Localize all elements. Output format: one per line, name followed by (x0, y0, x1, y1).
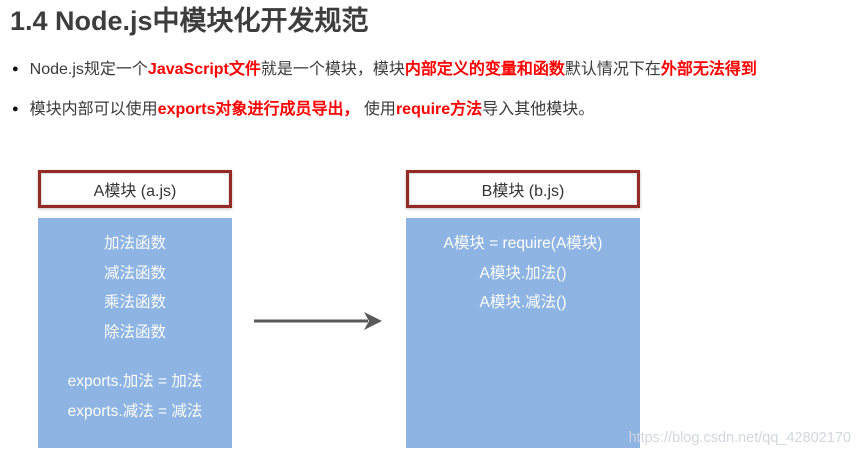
module-b-header: B模块 (b.js) (406, 170, 640, 208)
module-b-line: A模块.减法() (479, 294, 567, 311)
module-a-export: exports.减法 = 减法 (67, 402, 203, 420)
bullet-dot-icon: ● (12, 103, 19, 115)
right-arrow-icon (254, 312, 382, 330)
module-a-exports: exports.加法 = 加法 exports.减法 = 减法 (38, 367, 232, 426)
bullet-text: 模块内部可以使用exports对象进行成员导出， 使用require方法导入其他… (29, 101, 595, 118)
bullet-item: ● 模块内部可以使用exports对象进行成员导出， 使用require方法导入… (12, 98, 842, 121)
module-a-functions: 加法函数 减法函数 乘法函数 除法函数 (38, 229, 232, 347)
bullet-text: Node.js规定一个JavaScript文件就是一个模块，模块内部定义的变量和… (29, 61, 757, 78)
bullet-item: ● Node.js规定一个JavaScript文件就是一个模块，模块内部定义的变… (12, 58, 842, 81)
module-b-line: A模块.加法() (479, 264, 567, 282)
module-b-line: A模块 = require(A模块) (443, 235, 603, 252)
module-a-header: A模块 (a.js) (38, 170, 232, 208)
bullet-list: ● Node.js规定一个JavaScript文件就是一个模块，模块内部定义的变… (12, 58, 842, 138)
module-a-body: 加法函数 减法函数 乘法函数 除法函数 exports.加法 = 加法 expo… (38, 218, 232, 448)
module-a-function: 加法函数 (103, 235, 166, 252)
bullet-dot-icon: ● (12, 63, 19, 75)
module-a-export: exports.加法 = 加法 (67, 373, 203, 390)
module-a-function: 除法函数 (103, 323, 166, 341)
module-b-body: A模块 = require(A模块) A模块.加法() A模块.减法() (406, 218, 640, 448)
watermark: https://blog.csdn.net/qq_42802170 (628, 430, 851, 446)
page-title: 1.4 Node.js中模块化开发规范 (10, 6, 369, 36)
module-a-function: 乘法函数 (103, 294, 166, 311)
module-a-function: 减法函数 (103, 264, 166, 282)
